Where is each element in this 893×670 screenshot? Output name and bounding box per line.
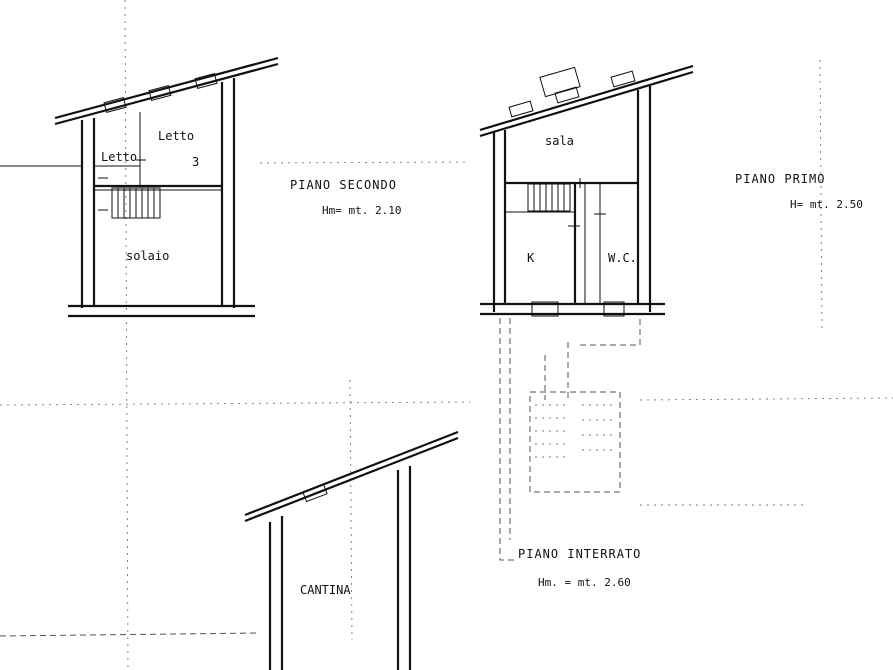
- room-cantina-label: CANTINA: [300, 583, 351, 597]
- title-piano-secondo: PIANO SECONDO: [290, 178, 397, 192]
- title-piano-interrato: PIANO INTERRATO: [518, 547, 641, 561]
- room-k-label: K: [527, 251, 535, 265]
- plan-piano-interrato-stair: [499, 318, 805, 561]
- room-letto-small-label: Letto: [101, 150, 137, 164]
- title-piano-primo: PIANO PRIMO: [735, 172, 825, 186]
- room-letto-number: 3: [192, 155, 199, 169]
- plan-piano-primo: [479, 64, 694, 317]
- room-letto-main-label: Letto: [158, 129, 194, 143]
- room-solaio-label: solaio: [126, 249, 169, 263]
- room-wc-label: W.C.: [608, 251, 637, 265]
- plan-piano-secondo: [54, 56, 279, 318]
- plan-cantina: [244, 430, 459, 670]
- height-piano-primo: H= mt. 2.50: [790, 198, 863, 211]
- height-piano-secondo: Hm= mt. 2.10: [322, 204, 401, 217]
- room-sala-label: sala: [545, 134, 574, 148]
- height-piano-interrato: Hm. = mt. 2.60: [538, 576, 631, 589]
